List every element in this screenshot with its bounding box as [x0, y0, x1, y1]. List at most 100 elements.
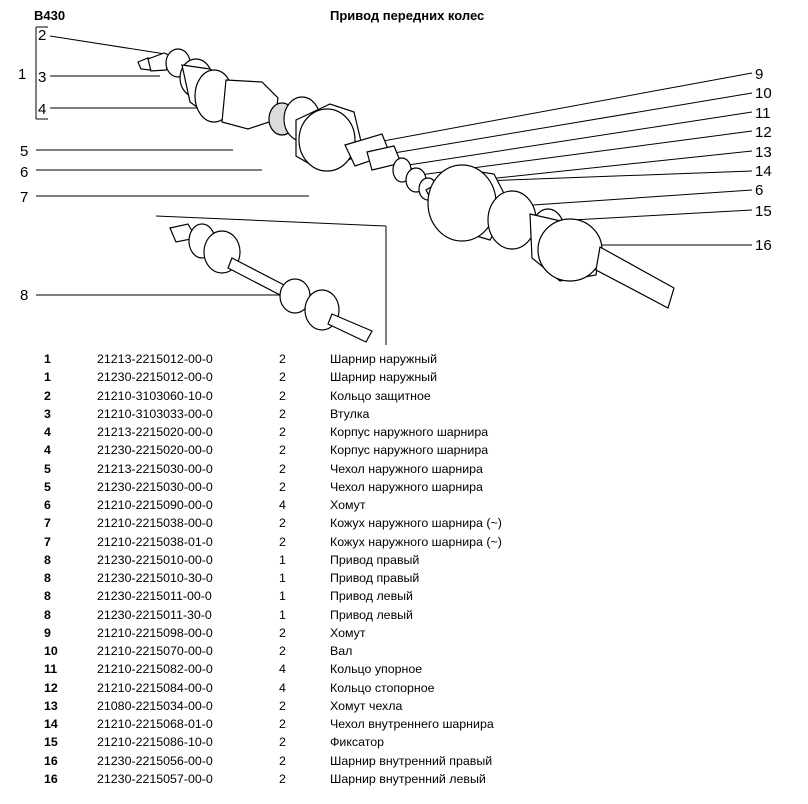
parts-list-row: 8 21230-2215010-30-0 1 Привод правый [0, 569, 808, 587]
part-number: 8 [44, 552, 51, 567]
part-number: 4 [44, 443, 51, 458]
part-quantity: 2 [279, 717, 286, 731]
part-name: Вал [330, 644, 353, 658]
svg-text:13: 13 [755, 144, 772, 161]
part-name: Чехол наружного шарнира [330, 461, 483, 476]
part-quantity: 4 [279, 498, 286, 512]
svg-text:1: 1 [18, 66, 26, 83]
part-quantity: 2 [279, 516, 286, 531]
part-code: 21210-2215098-00-0 [97, 625, 213, 640]
svg-text:16: 16 [755, 237, 772, 254]
part-quantity: 2 [279, 443, 286, 458]
part-name: Привод правый [330, 571, 420, 585]
parts-list-row: 4 21230-2215020-00-0 2 Корпус наружного … [0, 441, 808, 459]
page-title: Привод передних колес [330, 8, 485, 23]
part-code: 21210-2215082-00-0 [97, 662, 213, 677]
part-name: Привод левый [330, 589, 413, 604]
svg-text:12: 12 [755, 124, 772, 141]
part-code: 21080-2215034-00-0 [97, 698, 213, 713]
part-number: 8 [44, 589, 51, 604]
svg-text:2: 2 [38, 27, 46, 44]
part-number: 15 [44, 735, 58, 750]
parts-list-row: 1 21213-2215012-00-0 2 Шарнир наружный [0, 350, 808, 368]
part-number: 16 [44, 753, 58, 768]
part-name: Хомут [330, 625, 366, 640]
parts-list-row: 7 21210-2215038-01-0 2 Кожух наружного ш… [0, 533, 808, 551]
parts-list-row: 9 21210-2215098-00-0 2 Хомут [0, 624, 808, 642]
part-quantity: 2 [279, 461, 286, 476]
parts-list-row: 16 21230-2215057-00-0 2 Шарнир внутренни… [0, 770, 808, 788]
svg-text:6: 6 [20, 164, 28, 181]
part-code: 21213-2215012-00-0 [97, 352, 213, 366]
part-code: 21230-2215030-00-0 [97, 479, 213, 494]
part-quantity: 2 [279, 479, 286, 494]
part-code: 21210-2215038-01-0 [97, 534, 213, 549]
part-name: Хомут чехла [330, 698, 403, 713]
part-name: Кожух наружного шарнира (~) [330, 534, 502, 549]
part-name: Привод правый [330, 552, 420, 567]
svg-text:6: 6 [755, 182, 763, 199]
part-quantity: 1 [279, 571, 286, 585]
parts-list-row: 6 21210-2215090-00-0 4 Хомут [0, 496, 808, 514]
parts-list-row: 7 21210-2215038-00-0 2 Кожух наружного ш… [0, 514, 808, 532]
part-quantity: 2 [279, 406, 286, 421]
part-name: Хомут [330, 498, 366, 512]
parts-list-row: 12 21210-2215084-00-0 4 Кольцо стопорное [0, 679, 808, 697]
part-name: Корпус наружного шарнира [330, 443, 489, 458]
part-number: 8 [44, 571, 51, 585]
parts-list-row: 5 21213-2215030-00-0 2 Чехол наружного ш… [0, 460, 808, 478]
parts-list-row: 4 21213-2215020-00-0 2 Корпус наружного … [0, 423, 808, 441]
part-number: 16 [44, 771, 58, 786]
part-code: 21230-2215012-00-0 [97, 370, 213, 385]
part-name: Шарнир внутренний правый [330, 753, 493, 768]
part-code: 21210-3103033-00-0 [97, 406, 213, 421]
part-quantity: 2 [279, 625, 286, 640]
part-code: 21210-2215084-00-0 [97, 680, 213, 695]
parts-list-row: 16 21230-2215056-00-0 2 Шарнир внутренни… [0, 752, 808, 770]
part-number: 13 [44, 698, 58, 713]
part-quantity: 4 [279, 662, 286, 677]
svg-text:10: 10 [755, 85, 772, 102]
parts-list-row: 8 21230-2215011-30-0 1 Привод левый [0, 606, 808, 624]
part-name: Кожух наружного шарнира (~) [330, 516, 502, 531]
part-quantity: 2 [279, 753, 286, 768]
svg-text:14: 14 [755, 163, 772, 180]
part-name: Привод левый [330, 607, 413, 622]
part-quantity: 2 [279, 370, 286, 385]
outer-joint-assembly [137, 48, 321, 142]
parts-list-row: 8 21230-2215010-00-0 1 Привод правый [0, 551, 808, 569]
part-code: 21210-2215086-10-0 [97, 735, 213, 750]
svg-text:5: 5 [20, 143, 28, 160]
part-code: 21230-2215011-30-0 [97, 607, 212, 622]
part-code: 21230-2215011-00-0 [97, 589, 212, 604]
part-name: Шарнир наружный [330, 352, 438, 366]
part-code: 21210-2215038-00-0 [97, 516, 213, 531]
parts-list-row: 14 21210-2215068-01-0 2 Чехол внутреннег… [0, 715, 808, 733]
svg-text:7: 7 [20, 189, 28, 206]
part-name: Корпус наружного шарнира [330, 425, 489, 439]
part-name: Кольцо защитное [330, 388, 431, 403]
parts-list-row: 5 21230-2215030-00-0 2 Чехол наружного ш… [0, 478, 808, 496]
callout-labels: 1 2 3 4 5 6 7 8 9 10 11 12 13 14 6 15 16 [18, 27, 772, 304]
parts-list-row: 1 21230-2215012-00-0 2 Шарнир наружный [0, 368, 808, 386]
part-number: 4 [44, 425, 51, 439]
parts-list-row: 10 21210-2215070-00-0 2 Вал [0, 642, 808, 660]
part-code: 21230-2215020-00-0 [97, 443, 213, 458]
part-code: 21230-2215057-00-0 [97, 771, 213, 786]
part-code: 21210-2215068-01-0 [97, 717, 213, 731]
part-name: Кольцо упорное [330, 662, 423, 677]
part-name: Шарнир наружный [330, 370, 438, 385]
part-code: 21210-2215070-00-0 [97, 644, 213, 658]
part-number: 1 [44, 370, 51, 385]
part-quantity: 1 [279, 589, 286, 604]
part-quantity: 1 [279, 607, 286, 622]
svg-text:3: 3 [38, 69, 46, 86]
part-number: 12 [44, 680, 58, 695]
part-quantity: 2 [279, 352, 286, 366]
part-quantity: 2 [279, 698, 286, 713]
svg-text:15: 15 [755, 203, 772, 220]
part-name: Чехол внутреннего шарнира [330, 717, 494, 731]
part-code: 21213-2215030-00-0 [97, 461, 213, 476]
part-name: Шарнир внутренний левый [330, 771, 486, 786]
part-quantity: 2 [279, 771, 286, 786]
